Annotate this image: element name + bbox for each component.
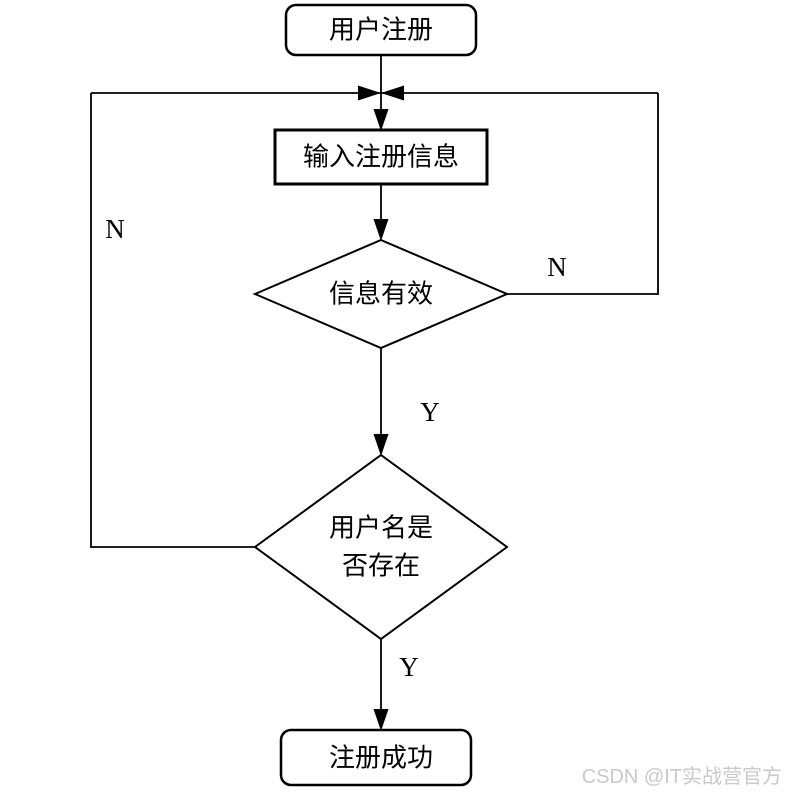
arrowhead-into-input-icon bbox=[373, 109, 389, 131]
node-decision-username-label-line2: 否存在 bbox=[342, 552, 420, 581]
arrowhead-merge-from-right-icon bbox=[381, 85, 404, 101]
node-start-label: 用户注册 bbox=[329, 16, 433, 45]
node-decision-username-label-line1: 用户名是 bbox=[329, 514, 433, 543]
edge-username-no-loop bbox=[90, 93, 255, 548]
arrowhead-into-end-icon bbox=[373, 709, 389, 731]
edge-valid-no-loop bbox=[507, 93, 659, 295]
edge-label-username-no: N bbox=[105, 214, 125, 244]
node-end-shape bbox=[279, 728, 473, 787]
arrowhead-into-valid-icon bbox=[373, 219, 389, 241]
node-input-label: 输入注册信息 bbox=[303, 143, 459, 172]
arrowhead-into-username-icon bbox=[373, 434, 389, 456]
node-end: 注册成功 bbox=[279, 728, 473, 787]
node-decision-valid: 信息有效 bbox=[252, 238, 510, 350]
watermark: CSDN @IT实战营官方 bbox=[582, 765, 782, 788]
node-decision-valid-shape bbox=[252, 238, 510, 350]
node-end-label: 注册成功 bbox=[329, 744, 433, 773]
node-start: 用户注册 bbox=[284, 3, 478, 57]
node-decision-username-shape bbox=[253, 453, 509, 641]
edge-label-valid-no: N bbox=[547, 252, 567, 282]
edge-label-valid-yes: Y bbox=[420, 397, 440, 427]
node-decision-valid-label: 信息有效 bbox=[329, 280, 433, 309]
node-input-shape bbox=[273, 128, 489, 186]
edge-label-username-yes: Y bbox=[399, 652, 419, 682]
node-decision-username: 用户名是 否存在 bbox=[253, 453, 509, 641]
arrowhead-merge-from-left-icon bbox=[358, 85, 381, 101]
node-start-shape bbox=[284, 3, 478, 57]
node-input: 输入注册信息 bbox=[273, 128, 489, 186]
